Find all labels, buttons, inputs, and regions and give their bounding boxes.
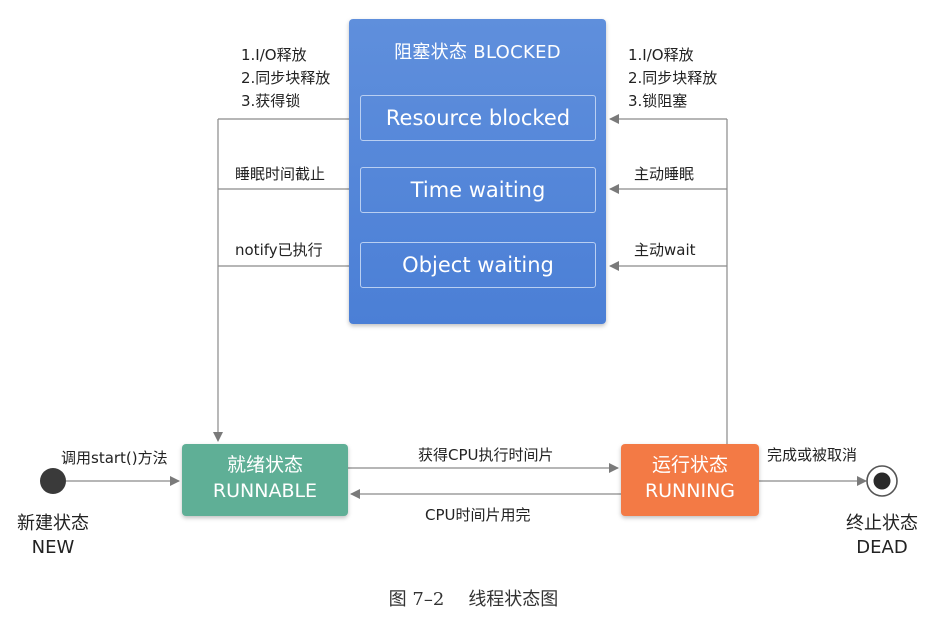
right-resource-label-3: 3.锁阻塞 (628, 92, 688, 110)
right-resource-label-2: 2.同步块释放 (628, 69, 718, 87)
new-en: NEW (31, 537, 75, 558)
start-transition-label: 调用start()方法 (61, 449, 168, 467)
substate-resource-blocked: Resource blocked (360, 95, 596, 141)
dead-cn: 终止状态 (846, 513, 918, 534)
runnable-state-box: 就绪状态 RUNNABLE (182, 444, 348, 516)
new-node (40, 468, 66, 494)
caption-title: 线程状态图 (468, 589, 559, 610)
left-resource-label-2: 2.同步块释放 (241, 69, 331, 87)
left-resource-label-3: 3.获得锁 (241, 92, 301, 110)
substate-object-waiting: Object waiting (360, 242, 596, 288)
blocked-title: 阻塞状态 BLOCKED (394, 42, 561, 63)
dead-node-inner (873, 472, 891, 490)
right-object-label: 主动wait (634, 241, 696, 259)
to-dead-label: 完成或被取消 (767, 446, 858, 464)
substate-time-waiting: Time waiting (360, 167, 596, 213)
left-resource-label-1: 1.I/O释放 (241, 46, 307, 64)
runnable-cn: 就绪状态 (226, 454, 303, 476)
figure-caption: 图 7–2 线程状态图 (0, 585, 947, 611)
to-runnable-label: CPU时间片用完 (425, 506, 531, 524)
new-cn: 新建状态 (17, 513, 89, 534)
caption-figure-number: 图 7–2 (388, 589, 445, 610)
left-object-label: notify已执行 (235, 241, 323, 259)
running-cn: 运行状态 (651, 454, 728, 476)
running-state-box: 运行状态 RUNNING (621, 444, 759, 516)
blocked-state-box (349, 19, 606, 324)
dead-state-label: 终止状态 DEAD (826, 512, 938, 560)
new-state-label: 新建状态 NEW (0, 512, 106, 560)
left-time-label: 睡眠时间截止 (235, 165, 326, 183)
right-resource-label-1: 1.I/O释放 (628, 46, 694, 64)
to-running-label: 获得CPU执行时间片 (418, 446, 554, 464)
right-time-label: 主动睡眠 (634, 165, 695, 183)
running-en: RUNNING (644, 480, 736, 502)
runnable-en: RUNNABLE (212, 480, 318, 502)
dead-en: DEAD (856, 537, 908, 558)
